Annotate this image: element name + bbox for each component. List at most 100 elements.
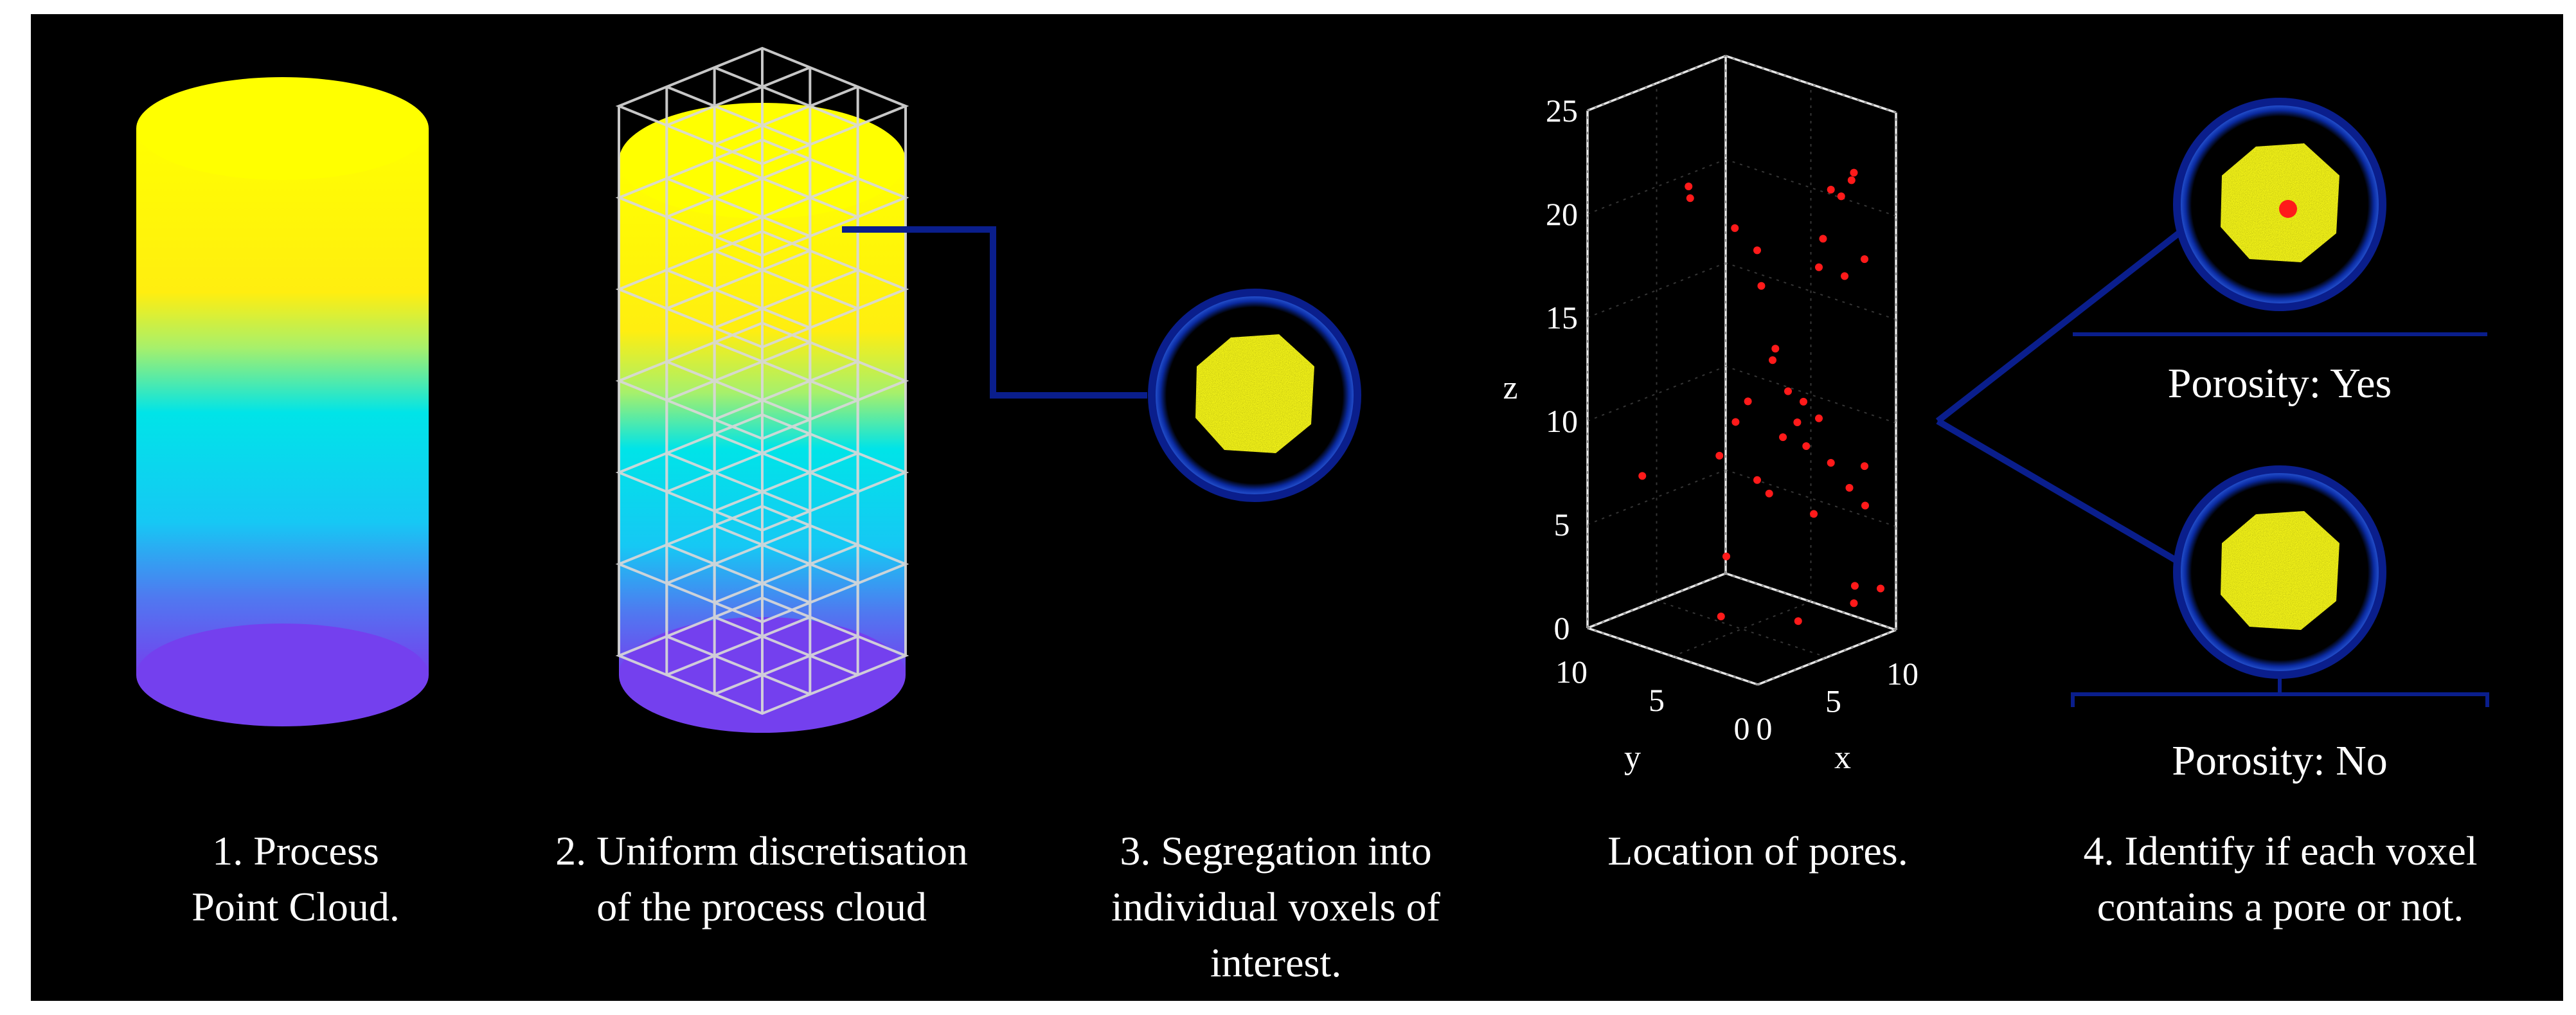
grid-line (1672, 601, 1811, 657)
grid-line (666, 249, 811, 310)
z-tick-label: 0 (1554, 610, 1570, 646)
svg-text:Location of pores.: Location of pores. (1607, 828, 1908, 874)
pore-point (1810, 510, 1818, 518)
z-tick-label: 15 (1546, 300, 1578, 336)
pore-point (1794, 617, 1802, 625)
pore-point (1815, 263, 1823, 271)
z-tick-label: 25 (1546, 93, 1578, 129)
caption-step2: 2. Uniform discretisation of the process… (555, 828, 968, 930)
pore-point (1686, 194, 1694, 202)
grid-line (666, 66, 811, 127)
grid-line (713, 341, 859, 402)
svg-text:4. Identify if each voxel: 4. Identify if each voxel (2083, 828, 2477, 874)
voxel-without-pore (2173, 465, 2386, 679)
svg-text:interest.: interest. (1210, 940, 1341, 985)
pore-point (1800, 397, 1807, 406)
pore-point (1827, 459, 1835, 467)
voxel-of-interest (1148, 289, 1361, 502)
grid-line (713, 157, 859, 219)
grid-line (1587, 55, 1726, 111)
grid-line (1587, 469, 1726, 525)
grid-line (713, 66, 859, 127)
connector-split (1935, 226, 2188, 569)
point-cloud-cylinder (136, 77, 429, 726)
pore-point (1841, 272, 1849, 280)
pore-point (1753, 476, 1761, 484)
svg-text:1. Process: 1. Process (212, 828, 379, 874)
grid-line (1587, 366, 1726, 422)
grid-line (713, 249, 859, 310)
pore-point (1802, 442, 1811, 451)
porosity-yes-label: Porosity: Yes (2168, 360, 2392, 407)
grid-line (1757, 629, 1897, 685)
pore-point (1722, 552, 1730, 561)
pore-point (1861, 501, 1869, 510)
grid-line (713, 177, 859, 238)
pore-point (1771, 345, 1780, 353)
caption-pores: Location of pores. (1607, 828, 1908, 874)
x-tick-label: 5 (1825, 683, 1841, 719)
z-tick-label: 10 (1546, 403, 1578, 439)
y-tick-label: 5 (1649, 682, 1665, 718)
connector-line-1 (842, 226, 1147, 399)
pore-point (1850, 582, 1859, 590)
z-axis-label: z (1503, 370, 1517, 406)
grid-line (713, 616, 859, 676)
pore-dot (2279, 200, 2297, 218)
pore-point (1765, 489, 1773, 498)
pore-point (1685, 183, 1693, 190)
pore-point (1837, 192, 1845, 201)
grid-line (713, 543, 859, 604)
y-tick-label: 10 (1555, 654, 1588, 690)
pore-point (1793, 418, 1802, 427)
svg-text:of the process cloud: of the process cloud (596, 884, 927, 930)
grid-line (713, 433, 859, 493)
voxel-grid (615, 46, 909, 715)
svg-text:2. Uniform discretisation: 2. Uniform discretisation (555, 828, 968, 874)
grid-line (1587, 573, 1726, 629)
grid-line (666, 341, 811, 402)
grid-line (666, 269, 811, 329)
caption-step3: 3. Segregation into individual voxels of… (1111, 828, 1441, 985)
caption-step1: 1. Process Point Cloud. (192, 828, 400, 930)
pore-point (1850, 599, 1858, 607)
pore-point (1638, 472, 1647, 480)
pore-point (1779, 433, 1787, 442)
y-axis-label: y (1624, 739, 1641, 776)
grid-line (1587, 262, 1726, 318)
grid-line (713, 452, 859, 512)
grid-line (666, 85, 811, 146)
porosity-no-label: Porosity: No (2172, 737, 2388, 784)
grid-line (666, 452, 811, 512)
grid-line (713, 269, 859, 329)
pore-point (1877, 584, 1884, 593)
grid-line (713, 85, 859, 146)
pore-point (1757, 282, 1766, 290)
x-tick-label: 0 (1757, 710, 1773, 746)
x-axis-label: x (1834, 739, 1851, 776)
grid-line (666, 543, 811, 604)
grid-line (713, 360, 859, 421)
black-panel (31, 14, 2563, 1001)
pore-point (1847, 176, 1856, 184)
svg-text:individual voxels of: individual voxels of (1111, 884, 1441, 930)
grid-line (666, 524, 811, 585)
voxel-with-pore (2173, 98, 2386, 311)
grid-line (666, 433, 811, 493)
pore-point (1819, 235, 1827, 243)
grid-line (713, 635, 859, 696)
pore-point (1827, 186, 1835, 193)
pore-point (1861, 462, 1868, 471)
grid-line (666, 177, 811, 238)
pore-point (1861, 255, 1868, 264)
pore-point (1744, 397, 1752, 406)
caption-step4: 4. Identify if each voxel contains a por… (2083, 828, 2477, 930)
pore-point (1753, 246, 1761, 255)
grid-line (666, 157, 811, 219)
pore-point (1845, 483, 1854, 492)
grid-line (666, 616, 811, 676)
pore-point (1815, 414, 1823, 422)
grid-line (1587, 159, 1726, 215)
